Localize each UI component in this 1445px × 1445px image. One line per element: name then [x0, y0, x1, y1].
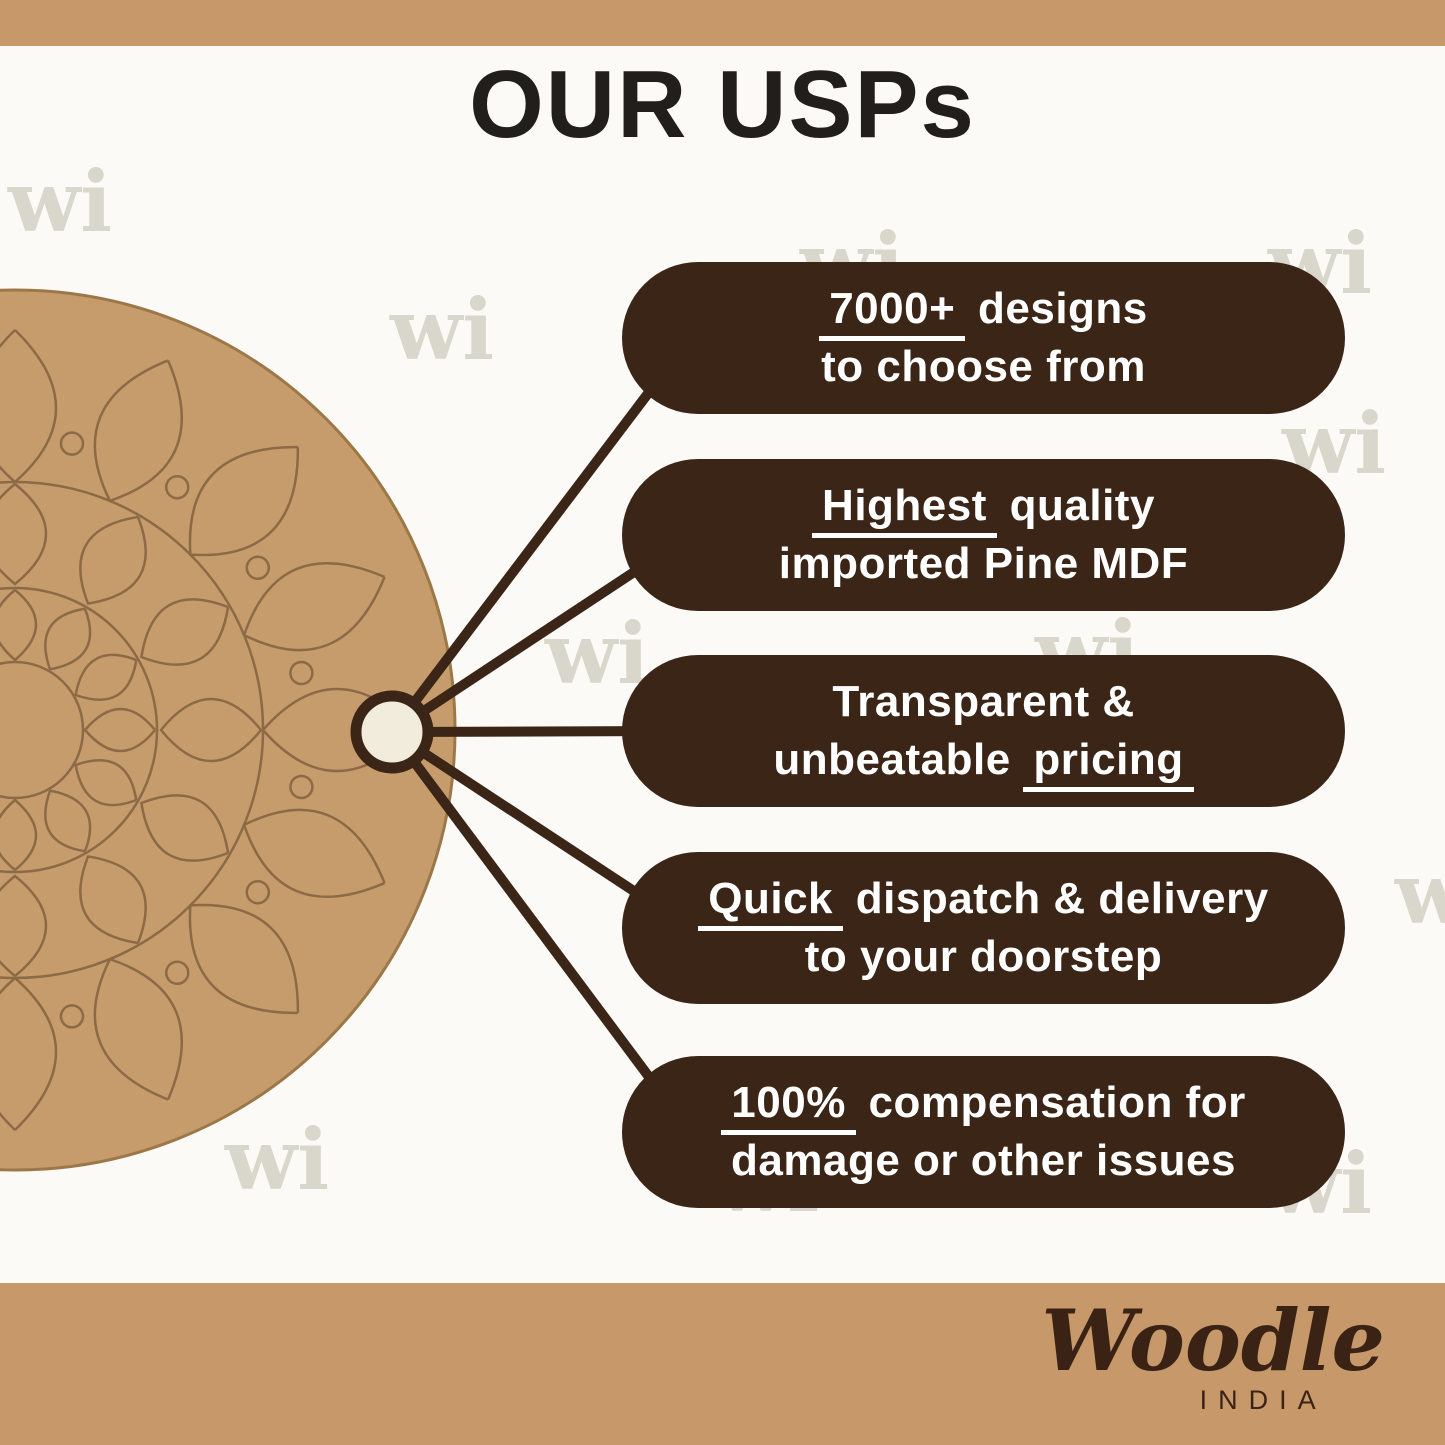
usp-text: to your doorstep — [804, 932, 1163, 981]
usp-line: to choose from — [821, 338, 1146, 396]
brand-name: Woodle — [1041, 1291, 1385, 1390]
usp-text: designs — [965, 283, 1148, 333]
usp-text: unbeatable — [773, 735, 1024, 784]
brand-logo: Woodle INDIA — [1041, 1291, 1385, 1416]
usp-line: imported Pine MDF — [779, 535, 1188, 593]
usp-line: 7000+ designs — [819, 280, 1148, 341]
usp-text: dispatch & delivery — [843, 873, 1269, 923]
watermark-logo: wi — [225, 1110, 330, 1209]
usp-pill-compensation: 100% compensation for damage or other is… — [622, 1056, 1345, 1208]
usp-text-underlined: Quick — [698, 873, 844, 931]
usp-text-underlined: 100% — [721, 1077, 856, 1135]
usp-text: to choose from — [821, 342, 1146, 391]
watermark-logo: wi — [8, 152, 113, 251]
usp-pill-quality: Highest quality imported Pine MDF — [622, 459, 1345, 611]
usp-text: damage or other issues — [731, 1136, 1236, 1185]
usp-line: damage or other issues — [731, 1132, 1236, 1190]
usp-text: Transparent & — [832, 676, 1135, 726]
usp-text: quality — [996, 480, 1155, 530]
watermark-logo: wi — [390, 280, 495, 379]
usp-text: imported Pine MDF — [778, 539, 1189, 588]
page-title: OUR USPs — [469, 51, 976, 158]
watermark-logo: wi — [1395, 844, 1445, 943]
footer-bar: Woodle INDIA — [0, 1283, 1445, 1445]
mdf-circle — [0, 288, 457, 1172]
usp-pill-pricing: Transparent & unbeatable pricing — [622, 655, 1345, 807]
usp-line: Quick dispatch & delivery — [698, 870, 1269, 931]
usp-line: to your doorstep — [805, 928, 1163, 986]
watermark-logo: wi — [545, 604, 650, 703]
usp-pill-designs: 7000+ designs to choose from — [622, 262, 1345, 414]
usp-text: compensation for — [855, 1077, 1246, 1127]
usp-line: Highest quality — [812, 477, 1155, 538]
brand-country: INDIA — [1199, 1385, 1327, 1416]
hub-node — [350, 690, 434, 774]
usp-text-underlined: Highest — [812, 480, 997, 538]
usp-line: unbeatable pricing — [773, 731, 1194, 792]
usp-text-underlined: 7000+ — [819, 283, 966, 341]
usp-text-underlined: pricing — [1023, 735, 1194, 792]
usp-line: 100% compensation for — [721, 1074, 1246, 1135]
usp-pill-dispatch: Quick dispatch & delivery to your doorst… — [622, 852, 1345, 1004]
top-accent-bar — [0, 0, 1445, 46]
usp-line: Transparent & — [832, 673, 1134, 731]
